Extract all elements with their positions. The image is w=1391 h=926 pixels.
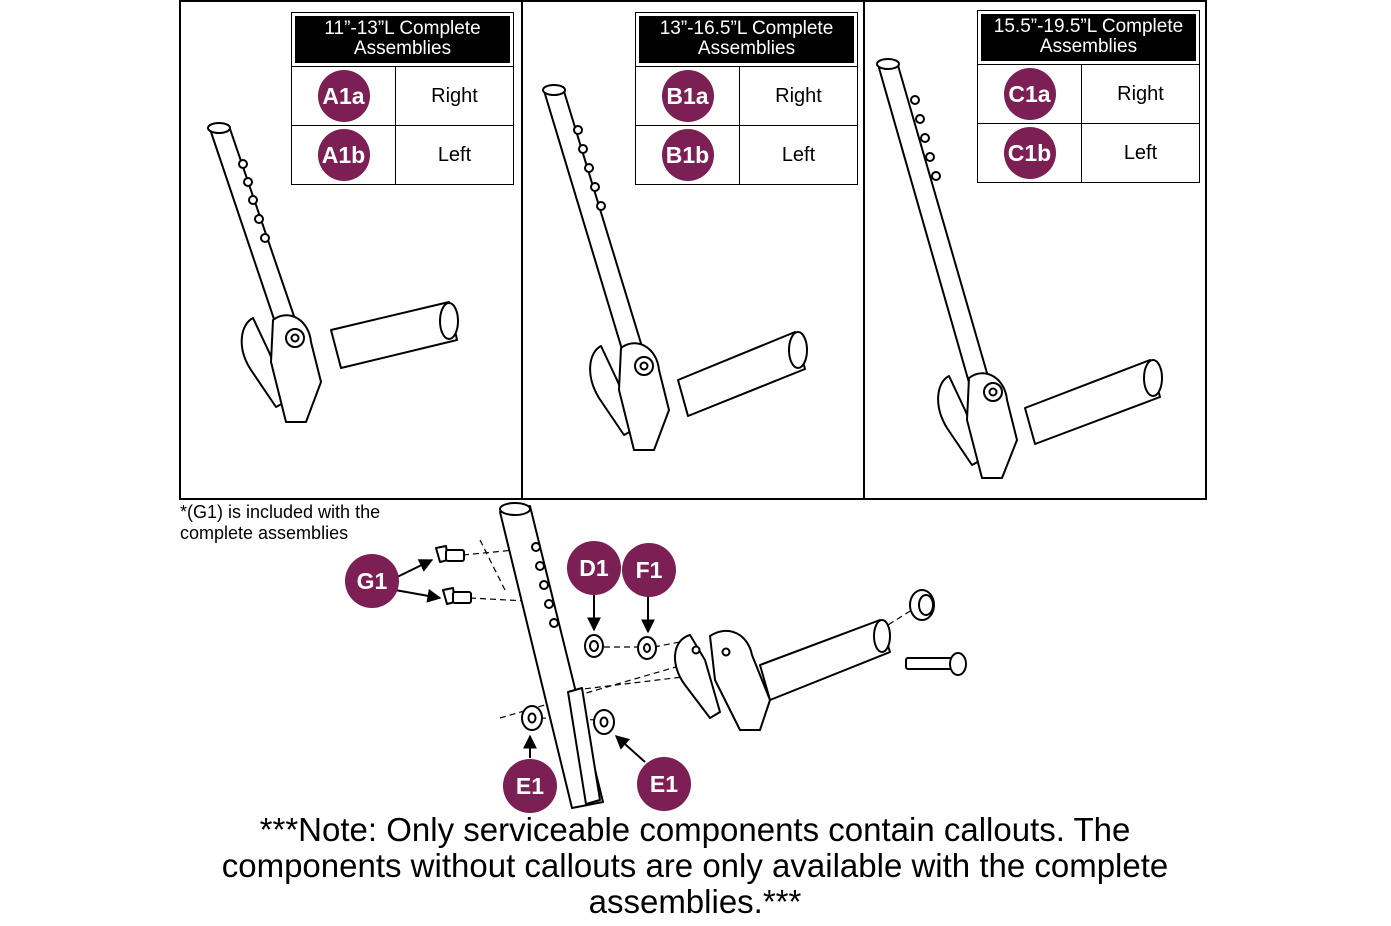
footrest-hanger-illustration-b [542,84,808,451]
part-code-badge: A1b [317,129,370,181]
table-header: 11”-13”L Complete Assemblies [295,16,510,63]
callout-e1-left: E1 [503,759,557,813]
table-header: 13”-16.5”L Complete Assemblies [639,16,854,63]
side-label: Right [1117,82,1164,105]
footnote-text: *(G1) is included with the complete asse… [180,502,381,543]
side-label: Left [1123,141,1158,164]
side-label: Right [775,84,822,107]
assembly-panel-b: 13”-16.5”L Complete Assemblies B1a Right… [521,0,865,500]
table-row: C1a Right [978,64,1199,123]
side-label: Left [437,143,472,166]
part-code-badge: A1a [317,70,370,122]
parts-table-a: 11”-13”L Complete Assemblies A1a Right A… [291,12,514,185]
table-header: 15.5”-19.5”L Complete Assemblies [981,14,1196,61]
callout-g1: G1 [345,554,399,608]
callout-d1: D1 [567,541,621,595]
side-label: Right [431,84,478,107]
callout-e1-right: E1 [637,757,691,811]
table-row: B1b Left [636,125,857,184]
footrest-hanger-illustration-c [876,58,1163,479]
parts-table-b: 13”-16.5”L Complete Assemblies B1a Right… [635,12,858,185]
part-code-badge: B1a [661,70,714,122]
table-row: A1a Right [292,66,513,125]
callout-f1: F1 [622,543,676,597]
part-code-badge: B1b [661,129,714,181]
table-row: A1b Left [292,125,513,184]
table-row: B1a Right [636,66,857,125]
service-note: ***Note: Only serviceable components con… [221,811,1169,920]
assembly-panel-c: 15.5”-19.5”L Complete Assemblies C1a Rig… [863,0,1207,500]
assembly-panel-a: 11”-13”L Complete Assemblies A1a Right A… [179,0,523,500]
part-code-badge: C1a [1003,68,1056,120]
part-code-badge: C1b [1003,127,1056,179]
side-label: Left [781,143,816,166]
footrest-hanger-illustration-a [207,122,459,423]
parts-table-c: 15.5”-19.5”L Complete Assemblies C1a Rig… [977,10,1200,183]
table-row: C1b Left [978,123,1199,182]
